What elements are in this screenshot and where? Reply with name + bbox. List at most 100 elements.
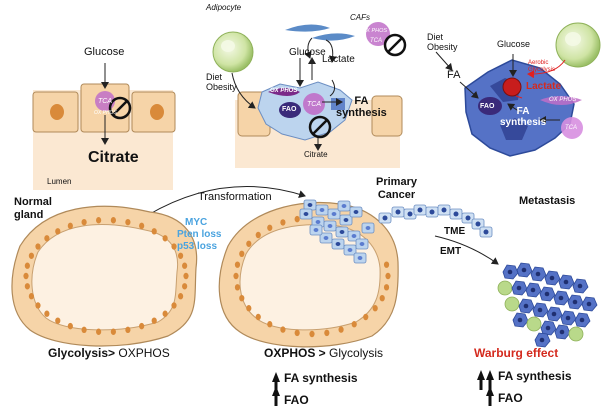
lactate-label: Lactate: [322, 54, 355, 65]
cell-nucleus: [151, 228, 157, 235]
metastatic-nucleus: [537, 307, 543, 313]
invading-nucleus: [417, 207, 423, 213]
metastatic-nucleus: [521, 267, 527, 273]
lumen-label: Lumen: [47, 177, 72, 186]
cell-nucleus: [338, 326, 344, 333]
cell-nucleus: [255, 231, 261, 239]
cell-nucleus: [125, 218, 131, 226]
metastatic-nucleus: [586, 301, 592, 307]
fa-synthesis-label: FA synthesis: [336, 95, 387, 119]
nucleus: [50, 104, 64, 120]
inhibit-icon: [383, 33, 407, 57]
cell-nucleus: [35, 243, 41, 250]
metastatic-nucleus: [535, 271, 541, 277]
glycolysis-dot: [502, 77, 522, 97]
invading-nucleus: [429, 209, 435, 215]
cell-nucleus: [162, 310, 168, 317]
fao-blob: [279, 102, 301, 118]
cancer-rest: Glycolysis: [325, 346, 384, 360]
cell-nucleus: [246, 305, 252, 312]
inhibit-icon: [308, 115, 332, 139]
cell-nucleus: [267, 224, 273, 231]
mutation-myc: MYC: [185, 217, 208, 228]
transformation-arrow: [147, 186, 306, 216]
lactate-label: Lactate: [526, 81, 562, 92]
metastatic-nucleus: [551, 311, 557, 317]
cell-nucleus: [171, 302, 177, 309]
normal-cells-panel: [32, 63, 176, 190]
cell-nucleus: [182, 283, 188, 290]
metastasis-metabolism-panel: [435, 22, 601, 157]
cell-nucleus: [351, 321, 357, 328]
metastatic-nucleus: [507, 269, 513, 275]
emt-arrow: [434, 235, 499, 265]
tca-label: TCA: [307, 101, 321, 108]
cell-nucleus: [55, 228, 61, 235]
glucose-label: Glucose: [84, 46, 125, 58]
metastatic-nucleus: [558, 295, 564, 301]
metastasis-fao: FAO: [498, 391, 523, 405]
aerobic-glycolysis-label: Aerobic Glycolysis: [528, 60, 556, 73]
cancer-nucleus: [351, 234, 357, 238]
cell-nucleus: [81, 218, 87, 226]
cell-nucleus: [233, 272, 239, 280]
cell-nucleus: [385, 272, 391, 280]
invading-nucleus: [465, 215, 471, 221]
adipocyte: [555, 22, 601, 68]
cancer-nucleus: [353, 210, 359, 214]
glucose-label: Glucose: [497, 39, 531, 49]
cancer-nucleus: [327, 224, 333, 228]
cell-nucleus: [110, 217, 116, 224]
cell-nucleus: [162, 235, 168, 242]
cancer-cell-cluster: [257, 81, 353, 141]
oxphos-blob: [540, 96, 582, 105]
cell-nucleus: [255, 313, 261, 321]
tca-label: TCA: [565, 125, 577, 131]
metastatic-nucleus: [530, 287, 536, 293]
cancer-nucleus: [319, 208, 325, 212]
invading-nucleus: [483, 229, 489, 235]
adipocyte-cell: [504, 296, 520, 312]
cell-nucleus: [324, 329, 330, 337]
adipocyte-cell: [526, 316, 542, 332]
adipocyte-cell: [568, 326, 584, 342]
cell-nucleus: [81, 326, 87, 334]
cell-nucleus: [35, 302, 41, 309]
metastatic-nucleus: [516, 285, 522, 291]
cell-nucleus: [24, 262, 30, 269]
cell-nucleus: [372, 305, 378, 312]
cancer-nucleus: [359, 242, 365, 246]
metastatic-nucleus: [517, 317, 523, 323]
cancer-nucleus: [331, 212, 337, 216]
metastatic-nucleus: [545, 325, 551, 331]
cancer-nucleus: [341, 204, 347, 208]
cell-nucleus: [294, 215, 300, 223]
normal-gland-label: Normal gland: [14, 196, 52, 221]
cell-nucleus: [267, 321, 273, 328]
cancer-nucleus: [335, 242, 341, 246]
cell-nucleus: [239, 250, 245, 258]
cell-nucleus: [110, 328, 116, 335]
oxphos-label: OX PHOS: [549, 97, 577, 103]
citrate-label: Citrate: [88, 149, 139, 166]
metastasis-fa-synthesis: FA synthesis: [498, 369, 572, 383]
tca-label: TCA: [98, 98, 112, 105]
primary-metabolism-panel: [212, 22, 407, 168]
glucose-label: Glucose: [289, 47, 326, 58]
adipocyte-cell: [497, 280, 513, 296]
cell-nucleus: [28, 293, 35, 300]
cancer-nucleus: [343, 218, 349, 222]
fao-blob: [478, 97, 502, 115]
cell-nucleus: [246, 240, 252, 247]
adipocyte-label: Adipocyte: [206, 3, 242, 12]
metastatic-nucleus: [549, 275, 555, 281]
metastatic-nucleus: [577, 283, 583, 289]
invading-nucleus: [407, 211, 413, 217]
cell-nucleus: [294, 329, 300, 337]
metastatic-nucleus: [563, 279, 569, 285]
metastatic-nucleus: [539, 337, 545, 343]
normal-rest: OXPHOS: [115, 346, 170, 360]
cell-nucleus: [96, 328, 102, 335]
